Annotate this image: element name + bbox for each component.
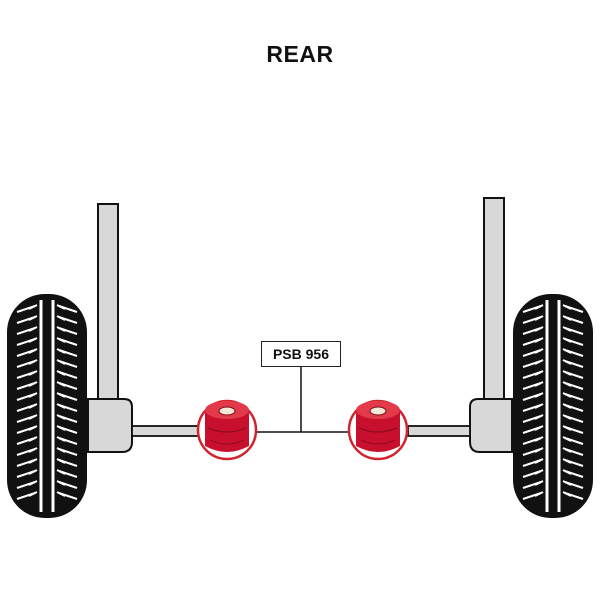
tread-line: [28, 348, 38, 354]
tread-line: [28, 447, 38, 453]
tread-line: [56, 304, 66, 310]
tread-line: [56, 480, 66, 486]
tread-line: [28, 480, 38, 486]
tread-line: [562, 381, 572, 387]
tread-line: [56, 436, 66, 442]
tread-line: [534, 392, 544, 398]
tread-line: [534, 337, 544, 343]
right-strut: [407, 197, 513, 453]
tread-line: [28, 315, 38, 321]
right-tyre-icon: [513, 294, 593, 518]
tread-line: [56, 381, 66, 387]
tread-line: [562, 414, 572, 420]
tread-line: [28, 381, 38, 387]
tread-line: [562, 392, 572, 398]
tread-line: [56, 326, 66, 332]
tread-line: [534, 436, 544, 442]
tread-line: [28, 337, 38, 343]
tread-line: [534, 458, 544, 464]
tread-line: [562, 469, 572, 475]
tread-line: [28, 359, 38, 365]
tread-line: [562, 458, 572, 464]
tread-line: [562, 480, 572, 486]
tread-line: [562, 436, 572, 442]
tread-line: [562, 370, 572, 376]
tread-line: [534, 348, 544, 354]
tread-line: [28, 436, 38, 442]
tread-line: [28, 326, 38, 332]
tread-line: [534, 480, 544, 486]
tread-line: [534, 370, 544, 376]
tread-line: [534, 425, 544, 431]
tread-line: [562, 359, 572, 365]
tread-line: [534, 447, 544, 453]
right-bushing-icon: [347, 399, 409, 461]
tread-line: [56, 447, 66, 453]
tread-line: [28, 370, 38, 376]
tread-line: [534, 326, 544, 332]
tread-line: [56, 469, 66, 475]
tread-line: [534, 315, 544, 321]
tread-line: [56, 315, 66, 321]
tread-line: [56, 491, 66, 497]
tread-line: [56, 458, 66, 464]
tread-line: [562, 337, 572, 343]
left-strut: [87, 203, 201, 453]
tread-line: [56, 370, 66, 376]
tread-line: [28, 458, 38, 464]
tread-line: [56, 392, 66, 398]
tread-line: [562, 348, 572, 354]
tread-line: [56, 359, 66, 365]
tread-line: [534, 381, 544, 387]
tread-line: [562, 425, 572, 431]
tread-line: [56, 403, 66, 409]
tread-line: [534, 414, 544, 420]
tread-line: [562, 491, 572, 497]
tread-line: [28, 414, 38, 420]
tread-line: [56, 348, 66, 354]
tread-line: [28, 392, 38, 398]
tread-line: [28, 491, 38, 497]
tread-line: [28, 425, 38, 431]
page-title: REAR: [266, 41, 334, 67]
tread-line: [534, 359, 544, 365]
tread-line: [562, 447, 572, 453]
tread-line: [56, 425, 66, 431]
tread-line: [562, 304, 572, 310]
tread-line: [28, 403, 38, 409]
tread-line: [28, 304, 38, 310]
tread-line: [562, 315, 572, 321]
tread-line: [562, 326, 572, 332]
left-bushing-icon: [196, 399, 258, 461]
leader-lines: [256, 367, 350, 433]
part-number-label: PSB 956: [261, 341, 341, 367]
tread-line: [562, 403, 572, 409]
left-tyre-icon: [7, 294, 87, 518]
tread-line: [534, 491, 544, 497]
tread-line: [534, 304, 544, 310]
tread-line: [28, 469, 38, 475]
tread-line: [534, 403, 544, 409]
tread-line: [56, 414, 66, 420]
tread-line: [56, 337, 66, 343]
tread-line: [534, 469, 544, 475]
